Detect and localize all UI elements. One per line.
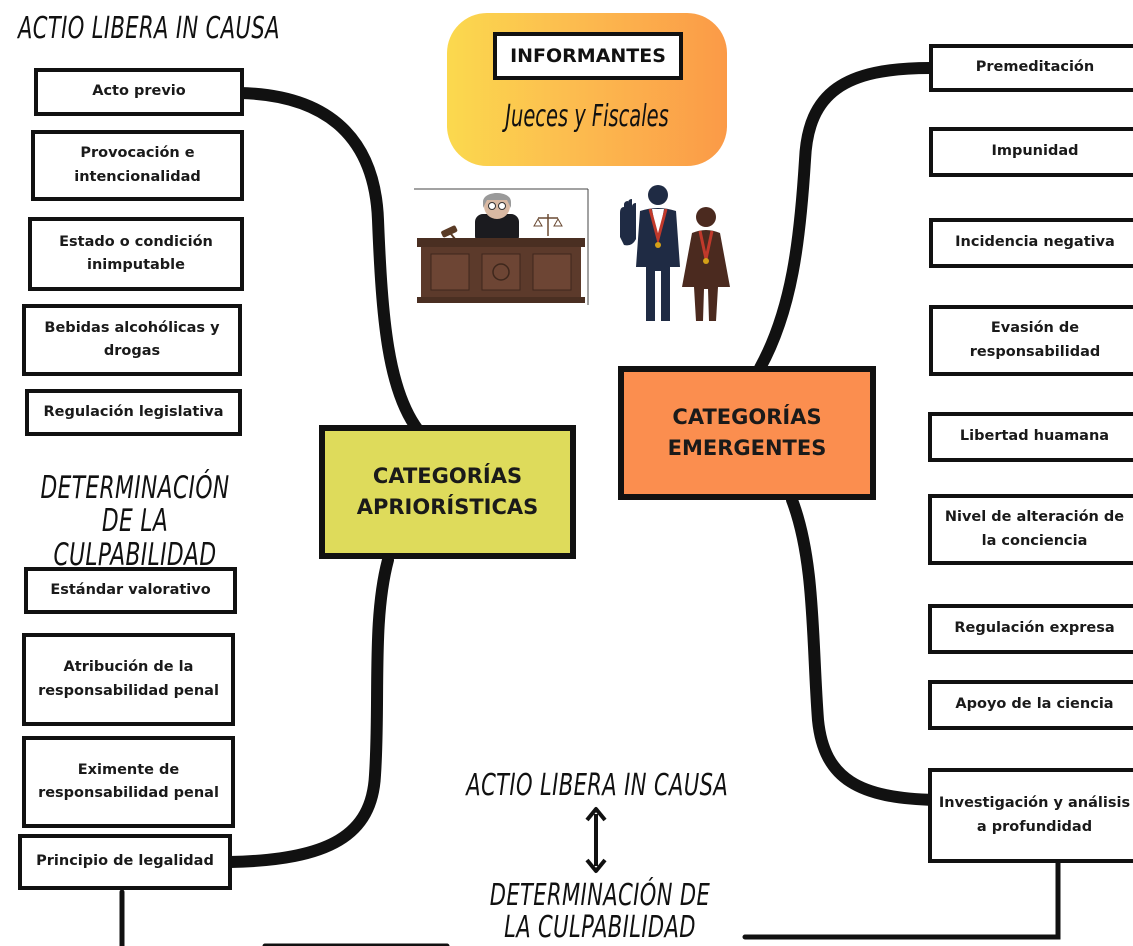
box-provocacion: Provocación e intencionalidad	[31, 130, 244, 201]
box-regulacion-expresa: Regulación expresa	[928, 604, 1133, 654]
box-incidencia-negativa: Incidencia negativa	[929, 218, 1133, 268]
box-eximente: Eximente de responsabilidad penal	[22, 736, 235, 828]
prosecutors-icon	[620, 185, 730, 321]
connector-apriori-upper	[234, 87, 424, 436]
bottom-determinacion-label: DETERMINACIÓN DE LA CULPABILIDAD	[489, 878, 711, 946]
box-atribucion: Atribución de la responsabilidad penal	[22, 633, 235, 726]
box-investigacion: Investigación y análisis a profundidad	[928, 768, 1133, 863]
judge-at-bench-icon	[413, 188, 589, 306]
box-premeditacion: Premeditación	[929, 44, 1133, 92]
box-libertad: Libertad huamana	[928, 412, 1133, 462]
box-estado-inimputable: Estado o condición inimputable	[28, 217, 244, 291]
left-heading-determinacion: DETERMINACIÓN DE LA CULPABILIDAD	[40, 470, 230, 573]
box-regulacion-legislativa: Regulación legislativa	[25, 389, 242, 436]
double-arrow-icon	[585, 807, 607, 873]
box-nivel-alteracion: Nivel de alteración de la conciencia	[928, 494, 1133, 565]
box-principio-legalidad: Principio de legalidad	[18, 834, 232, 890]
box-evasion: Evasión de responsabilidad	[929, 305, 1133, 376]
box-acto-previo: Acto previo	[34, 68, 244, 116]
informants-subtitle: Jueces y Fiscales	[505, 99, 669, 134]
connector-emergent-lower	[786, 494, 941, 806]
connector-emergent-upper	[754, 62, 936, 374]
connector-apriori-lower	[224, 554, 394, 868]
box-bebidas: Bebidas alcohólicas y drogas	[22, 304, 242, 376]
bottom-actio-label: ACTIO LIBERA IN CAUSA	[466, 768, 729, 803]
box-impunidad: Impunidad	[929, 127, 1133, 177]
left-heading-actio: ACTIO LIBERA IN CAUSA	[18, 11, 280, 46]
box-estandar-valorativo: Estándar valorativo	[24, 567, 237, 614]
informants-title: INFORMANTES	[493, 32, 683, 80]
box-apoyo-ciencia: Apoyo de la ciencia	[928, 680, 1133, 730]
connector-bottom-right	[742, 859, 1061, 940]
category-aprioristicas: CATEGORÍAS APRIORÍSTICAS	[319, 425, 576, 559]
category-emergentes: CATEGORÍAS EMERGENTES	[618, 366, 876, 500]
informants-panel: INFORMANTES Jueces y Fiscales	[447, 13, 727, 166]
